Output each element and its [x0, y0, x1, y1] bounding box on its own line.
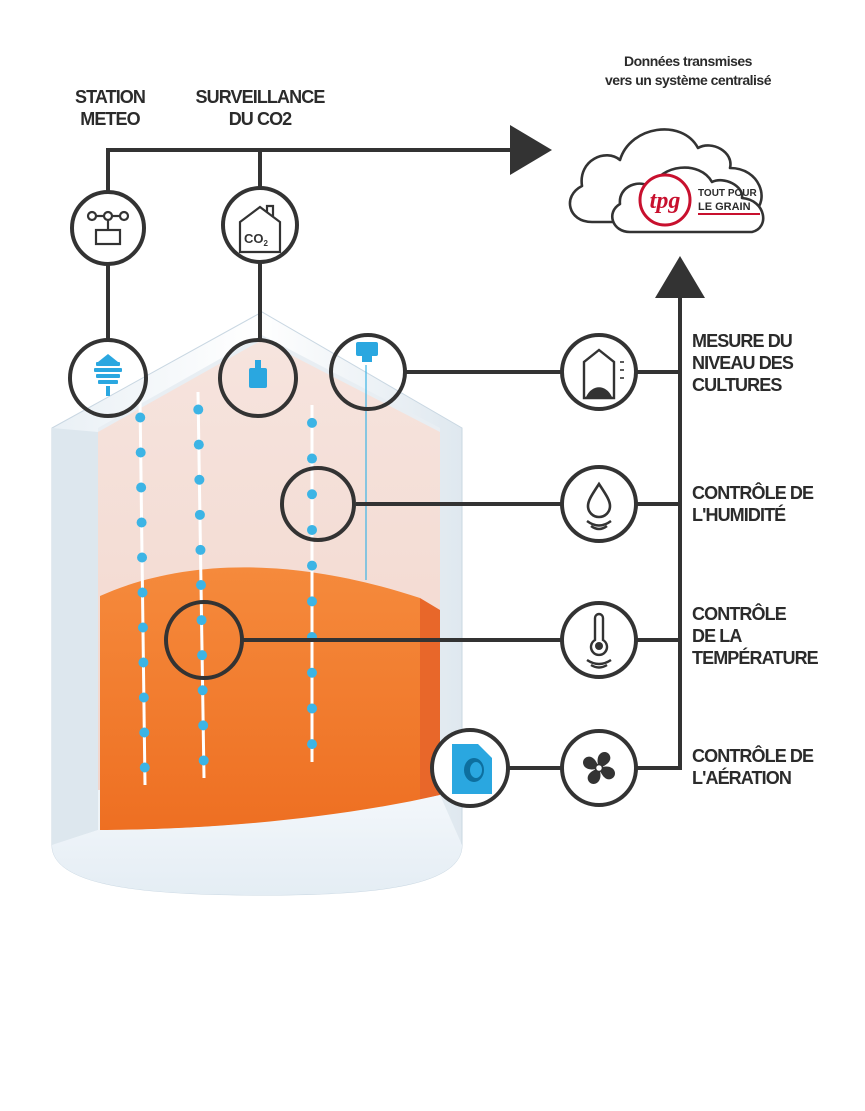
label-line: SURVEILLANCE — [195, 87, 326, 107]
sensor-bead — [307, 417, 317, 428]
label-humidite: CONTRÔLE DE L'HUMIDITÉ — [692, 482, 814, 526]
sensor-bead — [135, 412, 146, 423]
sensor-bead — [307, 489, 317, 500]
aeration-sensor-marker — [430, 728, 510, 808]
label-line: METEO — [80, 109, 140, 129]
sensor-bead — [197, 685, 208, 696]
label-line: DE LA — [692, 626, 742, 646]
silo-floor — [52, 795, 462, 895]
label-line: DU CO2 — [228, 109, 293, 129]
fan-icon — [560, 729, 638, 807]
connection-lines — [106, 148, 682, 770]
level-sensor-marker — [329, 333, 407, 411]
label-line: L'HUMIDITÉ — [692, 505, 786, 525]
sensor-bead — [198, 720, 209, 731]
sensor-head-icon — [94, 354, 122, 396]
co2-icon-text: CO2 — [244, 231, 269, 248]
thermometer-icon — [560, 601, 638, 679]
sensor-bead — [307, 703, 317, 714]
sensor-bead — [194, 509, 205, 520]
sensor-bead — [196, 580, 206, 590]
weather-station-icon — [70, 190, 146, 266]
aeration-duct-icon — [452, 744, 492, 794]
sensor-bead — [307, 739, 317, 750]
sensor-bead — [307, 596, 317, 607]
logo-line1: TOUT POUR — [698, 188, 757, 199]
sensor-bead — [198, 755, 209, 766]
humidity-drop-icon — [560, 465, 638, 543]
sensor-bead — [195, 544, 206, 555]
label-line: STATION — [74, 87, 146, 107]
sensor-bead — [139, 727, 150, 738]
sensor-cables — [135, 391, 317, 786]
label-line: CONTRÔLE DE — [692, 746, 814, 766]
level-sensor-icon — [560, 333, 638, 411]
sensor-bead — [135, 447, 146, 458]
sensor-bead — [137, 552, 148, 563]
label-line: CONTRÔLE — [692, 604, 787, 624]
label-temperature: CONTRÔLE DE LA TEMPÉRATURE — [692, 603, 819, 669]
top-bus-line — [106, 148, 515, 195]
sensor-bead — [137, 622, 148, 633]
co2-sensor-marker — [218, 338, 298, 418]
label-line: MESURE DU — [692, 331, 793, 351]
label-aeration: CONTRÔLE DE L'AÉRATION — [692, 745, 814, 789]
arrow-right-to-cloud — [510, 125, 552, 175]
sensor-bead — [307, 524, 317, 535]
silo-left-cut — [52, 428, 98, 845]
logo-mark: tpg — [650, 188, 681, 214]
grain-mass — [100, 567, 420, 830]
logo-line2: LE GRAIN — [698, 201, 751, 213]
sensor-bead — [193, 404, 204, 415]
sensor-bead — [139, 762, 150, 773]
sensor-bead — [197, 650, 208, 661]
humidity-sensor-marker — [280, 466, 356, 542]
sensor-bead — [137, 587, 148, 598]
temperature-sensor-marker — [164, 600, 244, 680]
label-surveillance-co2: SURVEILLANCE DU CO2 — [180, 86, 340, 130]
co2-monitor-icon: CO2 — [221, 186, 299, 264]
cloud-caption: Données transmises vers un système centr… — [570, 52, 806, 90]
sensor-bead — [136, 517, 147, 528]
label-station-meteo: STATION METEO — [50, 86, 170, 130]
sensor-bead — [196, 615, 207, 626]
sensor-bead — [136, 482, 147, 493]
label-line: TEMPÉRATURE — [692, 648, 819, 668]
cloud-caption-line1: Données transmises — [624, 53, 752, 69]
sensor-bead — [307, 560, 317, 571]
label-line: CULTURES — [692, 375, 782, 395]
sensor-bead — [194, 474, 205, 485]
sensor-bead — [307, 667, 317, 678]
cloud-caption-line2: vers un système centralisé — [605, 72, 772, 88]
label-line: NIVEAU DES — [692, 353, 794, 373]
arrow-up-to-cloud — [655, 256, 705, 298]
tpg-logo: tpg TOUT POUR LE GRAIN — [638, 173, 760, 227]
station-sensor-marker — [68, 338, 148, 418]
label-niveau: MESURE DU NIVEAU DES CULTURES — [692, 330, 794, 396]
sensor-bead — [138, 657, 149, 668]
sensor-bead — [193, 439, 204, 450]
sensor-bead — [307, 453, 317, 464]
sensor-bead — [138, 692, 149, 703]
silo — [51, 311, 463, 896]
label-line: CONTRÔLE DE — [692, 483, 814, 503]
label-line: L'AÉRATION — [692, 768, 792, 788]
